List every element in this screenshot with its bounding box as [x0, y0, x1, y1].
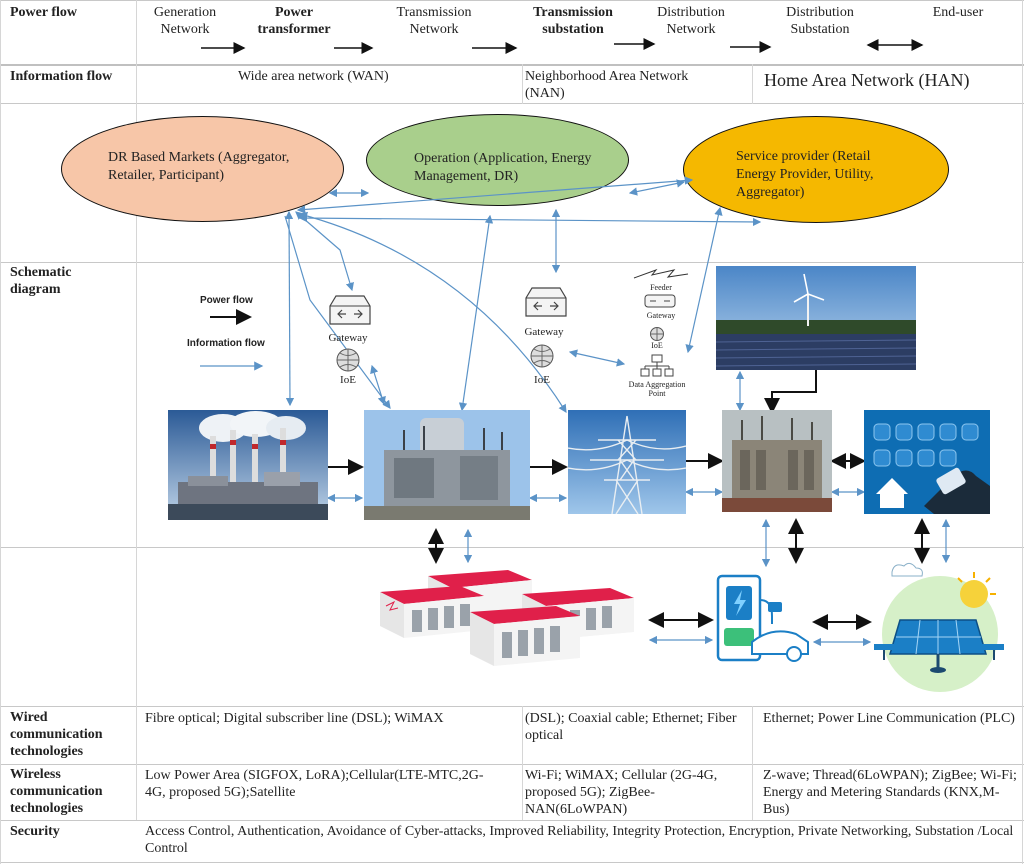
grid-line — [0, 764, 1024, 765]
power-link — [764, 370, 817, 414]
service-provider-text: Service provider (Retail Energy Provider… — [736, 149, 874, 200]
distribution-substation: Distribution Substation — [786, 5, 854, 37]
smart-home-tablet-image — [864, 410, 990, 514]
row-label-wireless: Wireless communication technologies — [10, 767, 103, 816]
wind-solar-farm-image — [716, 266, 916, 370]
info-link — [370, 364, 386, 406]
generation-network: Generation Network — [153, 5, 217, 37]
ioe-label-3: IoE — [651, 341, 663, 350]
grid-line — [0, 103, 1024, 104]
end-user: End-user — [932, 5, 984, 20]
security-text: Access Control, Authentication, Avoidanc… — [145, 824, 1014, 856]
gateway-icon — [525, 287, 567, 317]
ioe-label-1: IoE — [340, 374, 356, 386]
globe-icon — [336, 348, 360, 372]
grid-line — [0, 862, 1024, 863]
lightning-icon — [633, 268, 689, 279]
globe-icon — [530, 344, 554, 368]
row-label-wired: Wired communication technologies — [10, 710, 103, 759]
grid-line — [752, 706, 753, 820]
row-label-schematic: Schematic diagram — [10, 265, 72, 297]
power-transformer-image — [364, 410, 530, 520]
ev-charger-icon — [716, 574, 809, 662]
dr-markets-ellipse: DR Based Markets (Aggregator, Retailer, … — [61, 116, 344, 222]
row-label-power-flow: Power flow — [10, 5, 77, 20]
han-label: Home Area Network (HAN) — [764, 70, 970, 90]
info-link — [458, 214, 494, 412]
gateway-label-1: Gateway — [328, 332, 368, 344]
info-link — [284, 210, 295, 407]
wired-wan: Fibre optical; Digital subscriber line (… — [145, 711, 444, 726]
power-flow-arrows — [201, 38, 924, 54]
distribution-substation-image — [722, 410, 832, 512]
grid-line — [0, 547, 1024, 548]
legend-information-flow-label: Information flow — [187, 338, 265, 349]
gateway-icon — [329, 295, 371, 325]
wireless-nan: Wi-Fi; WiMAX; Cellular (2G-4G, proposed … — [525, 768, 718, 817]
wired-han: Ethernet; Power Line Communication (PLC) — [763, 711, 1015, 726]
gateway-icon — [644, 294, 676, 308]
info-link — [298, 213, 762, 227]
grid-line — [752, 64, 753, 104]
nan-label: Neighborhood Area Network (NAN) — [525, 69, 689, 101]
info-link — [295, 211, 354, 292]
service-provider-ellipse: Service provider (Retail Energy Provider… — [683, 116, 949, 223]
row-label-information-flow: Information flow — [10, 69, 113, 84]
schematic-connectors — [200, 176, 951, 647]
transmission-network: Transmission Network — [396, 5, 472, 37]
battery-storage-image — [380, 570, 634, 666]
wireless-wan: Low Power Area (SIGFOX, LoRA);Cellular(L… — [145, 768, 484, 800]
info-link — [298, 211, 567, 414]
distribution-network: Distribution Network — [657, 5, 725, 37]
grid-line — [136, 0, 137, 820]
wan-label: Wide area network (WAN) — [238, 69, 389, 84]
power-plant-image — [168, 410, 328, 520]
transmission-tower-image — [568, 410, 686, 514]
solar-panel-icon — [874, 562, 1004, 692]
ioe-label-2: IoE — [534, 374, 550, 386]
power-transformer: Power transformer — [257, 5, 331, 37]
network-tree-icon — [640, 354, 674, 377]
transmission-substation: Transmission substation — [533, 5, 613, 37]
grid-line — [0, 0, 1, 864]
globe-icon — [650, 327, 664, 341]
info-link — [568, 349, 626, 367]
grid-line — [1022, 0, 1023, 864]
feeder-label: Feeder — [650, 283, 672, 292]
data-aggregation-label: Data Aggregation Point — [628, 380, 686, 398]
grid-line — [0, 706, 1024, 707]
grid-line — [0, 64, 1024, 66]
gateway-label-2: Gateway — [524, 326, 564, 338]
grid-line — [0, 820, 1024, 821]
gateway-label-3: Gateway — [646, 311, 676, 320]
wireless-han: Z-wave; Thread(6LoWPAN); ZigBee; Wi-Fi; … — [763, 768, 1017, 817]
legend-power-flow-label: Power flow — [200, 295, 253, 306]
info-link — [296, 176, 694, 214]
grid-line — [522, 64, 523, 104]
grid-line — [0, 0, 1024, 1]
info-link — [685, 206, 723, 354]
wired-nan: (DSL); Coaxial cable; Ethernet; Fiber op… — [525, 711, 737, 743]
grid-line — [522, 706, 523, 820]
row-label-security: Security — [10, 824, 60, 839]
dr-markets-text: DR Based Markets (Aggregator, Retailer, … — [108, 150, 290, 183]
